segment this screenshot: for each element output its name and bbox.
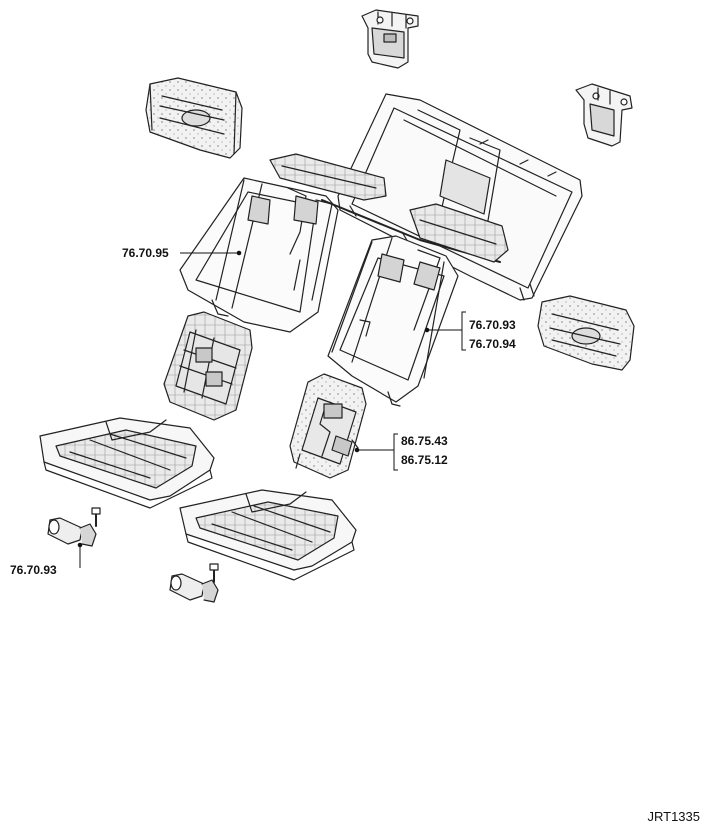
right-cushion-pad — [538, 296, 634, 370]
callout-right-backrest-frame-a: 76.70.93 — [469, 318, 516, 332]
rear-backrest-frame — [338, 94, 582, 300]
callout-left-backrest-frame: 76.70.95 — [122, 246, 169, 260]
callout-right-backrest-frame-b: 76.70.94 — [469, 337, 516, 351]
right-backrest-module — [290, 374, 366, 478]
right-hinge-bracket — [576, 84, 632, 146]
right-backrest-frame — [328, 236, 458, 406]
right-seat-motor — [170, 564, 218, 602]
left-seat-pan — [40, 418, 214, 508]
callout-seat-motor: 76.70.93 — [10, 563, 57, 577]
top-trim-strip — [270, 154, 386, 200]
top-hinge-bracket — [362, 10, 418, 68]
leader-dot-right-frame — [424, 327, 430, 333]
left-backrest-frame — [180, 178, 338, 332]
leader-dot-motor — [77, 542, 83, 548]
leader-bracket-module — [358, 433, 398, 471]
lower-trim-strip — [410, 204, 508, 262]
callout-backrest-module-b: 86.75.12 — [401, 453, 448, 467]
figure-reference-code: JRT1335 — [647, 809, 700, 824]
right-seat-pan — [180, 490, 356, 580]
left-cushion-pad — [146, 78, 242, 158]
leader-dot-left-frame — [236, 250, 242, 256]
left-seat-motor — [48, 508, 100, 546]
leader-bracket-right-frame — [428, 311, 466, 351]
leader-dot-module — [354, 447, 360, 453]
callout-backrest-module-a: 86.75.43 — [401, 434, 448, 448]
left-backrest-module — [164, 312, 252, 420]
